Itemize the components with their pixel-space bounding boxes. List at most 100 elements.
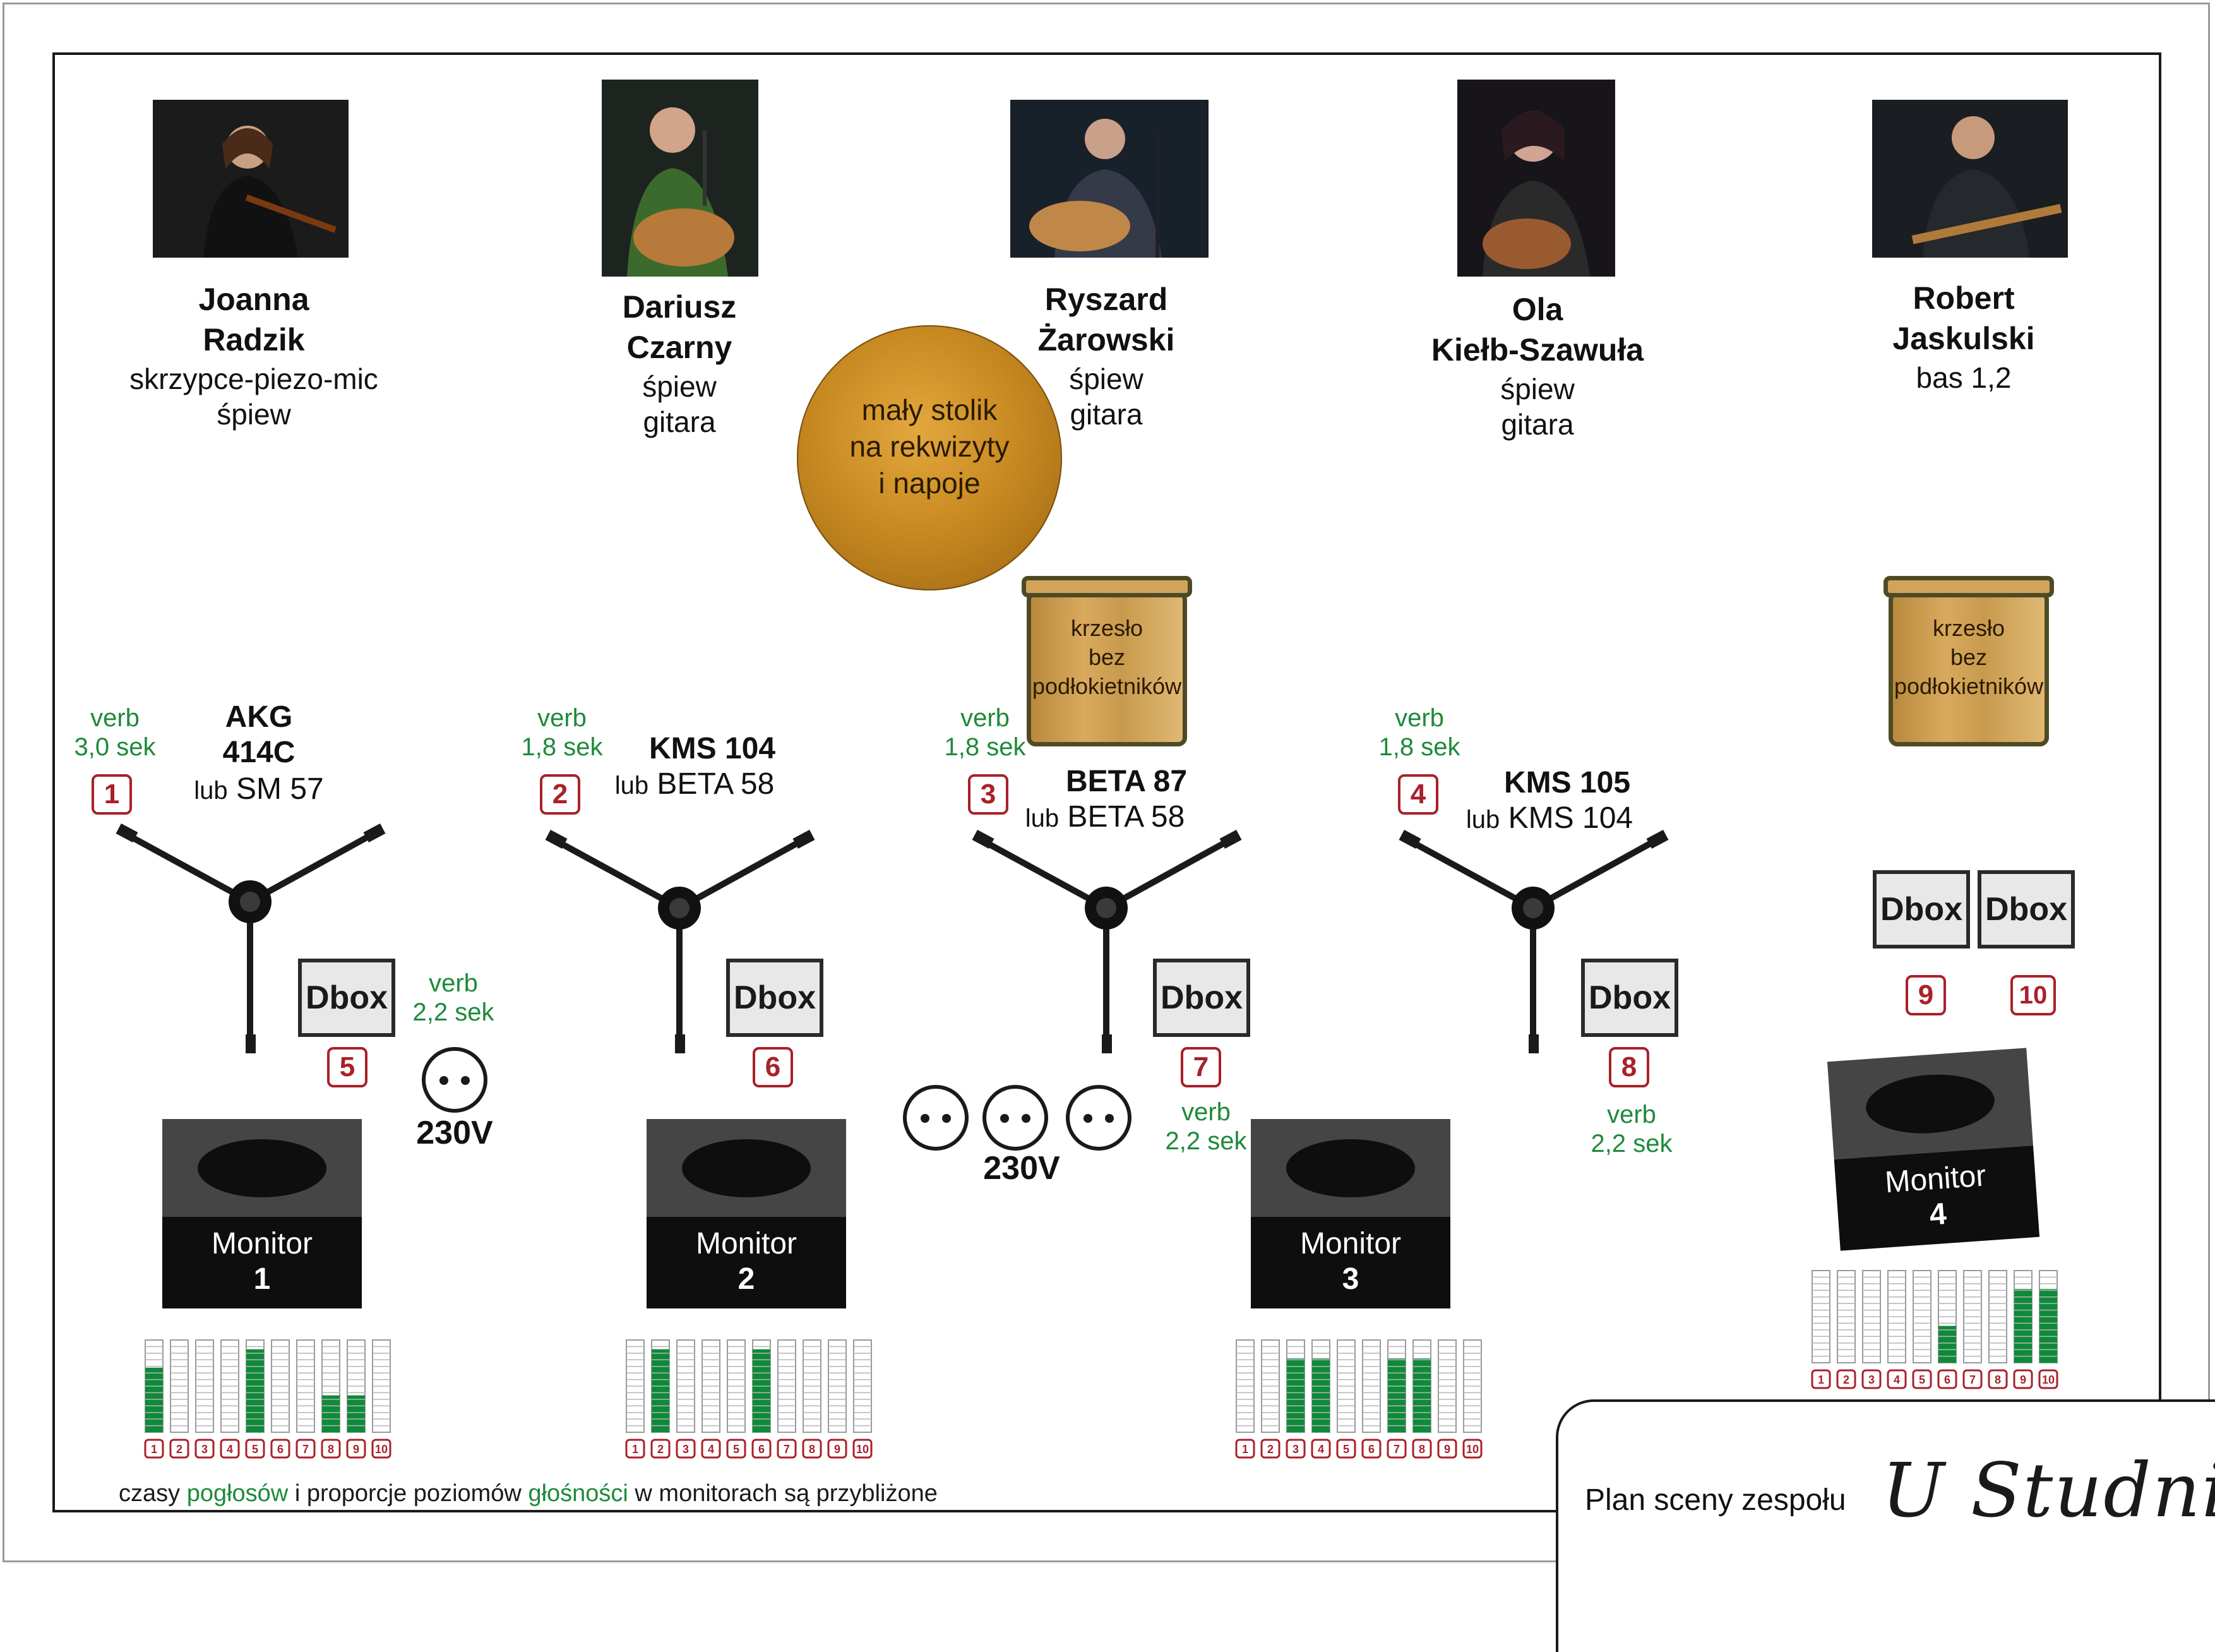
level-channel-label: 8 <box>809 1443 815 1456</box>
channel-badge-1: 1 <box>92 774 132 815</box>
footnote-highlight: pogłosów <box>186 1480 289 1507</box>
level-bar: 3 <box>1861 1270 1882 1389</box>
level-bar: 7 <box>1962 1270 1983 1389</box>
footnote-text: w monitorach są przybliżone <box>628 1480 938 1507</box>
dbox-10: Dbox <box>1978 870 2075 949</box>
level-bar: 8 <box>802 1339 822 1459</box>
dbox-verb-7: verb 2,2 sek <box>1143 1098 1269 1156</box>
monitor-1: Monitor 1 <box>162 1119 362 1308</box>
mic-model-1: AKG 414C <box>126 700 391 770</box>
mic-verb-3: verb 1,8 sek <box>922 703 1048 762</box>
performer-role-line: bas 1,2 <box>1916 361 2012 394</box>
performer-role-line: śpiew <box>1500 373 1575 405</box>
performer-name-4: Ola Kiełb-Szawuła <box>1348 289 1727 370</box>
level-fill <box>347 1395 365 1432</box>
level-bar: 5 <box>245 1339 265 1459</box>
level-bar: 8 <box>1988 1270 2008 1389</box>
verb-word: verb <box>537 704 587 732</box>
level-bar: 7 <box>777 1339 797 1459</box>
chair-label-line: bez <box>1088 644 1126 670</box>
power-socket <box>422 1047 487 1113</box>
performer-role-1: skrzypce-piezo-mic śpiew <box>64 361 443 432</box>
level-channel-label: 10 <box>856 1443 869 1456</box>
stage-plan: Joanna Radzik skrzypce-piezo-mic śpiew D… <box>0 0 2215 1567</box>
footnote-highlight: głośności <box>528 1480 628 1507</box>
footnote-text: i proporcje poziomów <box>288 1480 528 1507</box>
level-bar: 4 <box>220 1339 240 1459</box>
monitor-speaker <box>1251 1119 1450 1217</box>
chair-label: krzesło bez podłokietników <box>1027 614 1187 701</box>
level-bar: 5 <box>1336 1339 1356 1459</box>
monitor-number: 3 <box>1342 1262 1359 1296</box>
dbox-verb-5: verb 2,2 sek <box>390 969 516 1027</box>
performer-first-name: Joanna <box>198 282 309 317</box>
level-bar: 4 <box>1311 1339 1331 1459</box>
mic-alt-model: BETA 58 <box>1067 800 1185 834</box>
mic-model-2: KMS 104 <box>580 731 845 767</box>
performer-last-name: Żarowski <box>1037 322 1175 357</box>
dbox-6: Dbox <box>726 959 823 1037</box>
channel-badge-10: 10 <box>2010 975 2056 1015</box>
mic-alt-lub: lub <box>1025 805 1060 832</box>
level-channel-label: 3 <box>201 1443 208 1456</box>
performer-name-3: Ryszard Żarowski <box>917 279 1296 360</box>
mic-alt-lub: lub <box>1466 806 1500 834</box>
level-bar: 10 <box>1462 1339 1483 1459</box>
level-bar: 4 <box>1887 1270 1907 1389</box>
performer-role-line: gitara <box>1501 408 1574 441</box>
level-channel-label: 6 <box>277 1443 284 1456</box>
power-voltage-label: 230V <box>983 1150 1060 1187</box>
level-channel-label: 3 <box>1293 1443 1299 1456</box>
level-fill <box>2014 1289 2032 1363</box>
performer-role-3: śpiew gitara <box>917 361 1296 432</box>
verb-time: 1,8 sek <box>944 733 1026 761</box>
footnote: czasy pogłosów i proporcje poziomów głoś… <box>119 1479 938 1508</box>
band-logo: U Studni <box>1882 1447 2215 1534</box>
mic-stand-3 <box>962 815 1253 1067</box>
mic-stand-1 <box>106 808 397 1061</box>
level-fill <box>652 1349 669 1432</box>
verb-time: 2,2 sek <box>412 998 494 1026</box>
level-bar: 10 <box>2038 1270 2058 1389</box>
level-channel-label: 3 <box>683 1443 689 1456</box>
mic-alt-model: KMS 104 <box>1508 801 1633 835</box>
level-channel-label: 9 <box>834 1443 840 1456</box>
level-fill <box>1388 1358 1406 1432</box>
level-channel-label: 2 <box>176 1443 182 1456</box>
mic-verb-2: verb 1,8 sek <box>499 703 625 762</box>
level-channel-label: 2 <box>1843 1374 1849 1386</box>
monitor-3: Monitor 3 <box>1251 1119 1450 1308</box>
performer-last-name: Jaskulski <box>1892 321 2035 356</box>
level-bar: 9 <box>1437 1339 1457 1459</box>
level-channel-label: 1 <box>151 1443 157 1456</box>
power-socket <box>903 1085 969 1151</box>
performer-role-2: śpiew gitara <box>490 369 869 440</box>
verb-word: verb <box>960 704 1010 732</box>
verb-word: verb <box>1181 1098 1231 1126</box>
mic-alt-2: lub BETA 58 <box>562 767 827 803</box>
performer-name-5: Robert Jaskulski <box>1774 278 2153 359</box>
performer-photo-5 <box>1872 100 2068 258</box>
table-label-line: i napoje <box>878 467 981 500</box>
level-channel-label: 8 <box>1995 1374 2001 1386</box>
performer-last-name: Czarny <box>626 330 732 365</box>
table-label-line: na rekwizyty <box>849 430 1010 463</box>
power-socket <box>982 1085 1048 1151</box>
mic-model-line: KMS 105 <box>1503 766 1631 799</box>
level-channel-label: 7 <box>302 1443 309 1456</box>
performer-first-name: Ryszard <box>1044 282 1168 317</box>
channel-badge-4: 4 <box>1398 774 1438 815</box>
level-bar: 9 <box>2013 1270 2033 1389</box>
level-channel-label: 1 <box>632 1443 638 1456</box>
level-fill <box>1287 1358 1305 1432</box>
verb-time: 2,2 sek <box>1165 1127 1247 1155</box>
verb-word: verb <box>90 704 140 732</box>
level-channel-label: 10 <box>375 1443 388 1456</box>
table-label-line: mały stolik <box>861 393 998 426</box>
chair-label-line: krzesło <box>1932 615 2005 641</box>
monitor-2: Monitor 2 <box>647 1119 846 1308</box>
level-channel-label: 8 <box>1419 1443 1425 1456</box>
mic-model-3: BETA 87 <box>994 764 1259 799</box>
verb-word: verb <box>429 969 478 997</box>
